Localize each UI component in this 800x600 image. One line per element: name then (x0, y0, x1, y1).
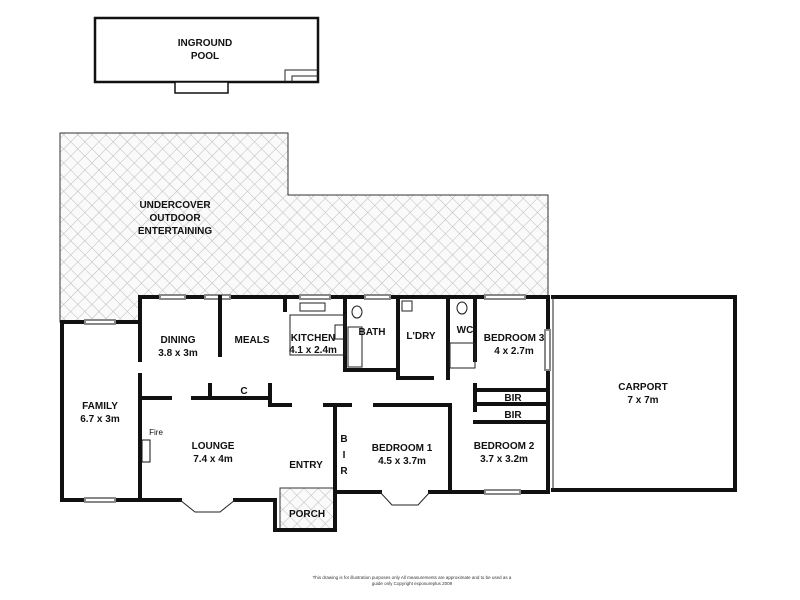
porch-label: PORCH (289, 509, 325, 520)
kitchen-size: 4.1 x 2.4m (289, 345, 337, 356)
bir-b: B (340, 434, 347, 445)
lounge-label: LOUNGE (192, 441, 235, 452)
family-size: 6.7 x 3m (80, 414, 120, 425)
porch-area (279, 487, 336, 531)
bedroom1-label: BEDROOM 1 (372, 443, 433, 454)
wc-toilet (456, 301, 468, 315)
interior-walls (138, 295, 550, 502)
fire-label: Fire (149, 428, 163, 437)
bathtub (347, 326, 363, 368)
outdoor-label-3: ENTERTAINING (138, 226, 212, 237)
bedroom3-label: BEDROOM 3 (484, 333, 545, 344)
bedroom2-size: 3.7 x 3.2m (480, 454, 528, 465)
toilet (351, 305, 363, 319)
entry-label: ENTRY (289, 460, 323, 471)
disclaimer-line-2: guide only Copyright exposureplus 2009 (372, 581, 453, 586)
outdoor-label-2: OUTDOOR (149, 213, 201, 224)
cupboard-label: C (240, 386, 247, 397)
laundry-label: L'DRY (406, 331, 436, 342)
disclaimer-line-1: This drawing is for illustration purpose… (313, 575, 512, 580)
carport-label: CARPORT (618, 382, 667, 393)
fireplace (141, 439, 151, 463)
bedroom2-label: BEDROOM 2 (474, 441, 535, 452)
bir-i: I (343, 450, 346, 461)
bir-upper-label: BIR (504, 393, 522, 404)
pool-label-2: POOL (191, 51, 219, 62)
dining-label: DINING (161, 335, 196, 346)
bir-r: R (340, 466, 348, 477)
windows (84, 294, 551, 503)
fixtures (141, 300, 476, 463)
bedroom3-size: 4 x 2.7m (494, 346, 534, 357)
family-label: FAMILY (82, 401, 118, 412)
cooktop (334, 324, 346, 340)
shower (449, 342, 476, 369)
meals-label: MEALS (235, 335, 270, 346)
kitchen-sink (299, 302, 326, 312)
pool-label: INGROUND (178, 38, 232, 49)
pool (93, 16, 320, 94)
bir-lower-label: BIR (504, 410, 522, 421)
carport-size: 7 x 7m (627, 395, 658, 406)
undercover-outdoor-area (59, 132, 549, 323)
kitchen-label: KITCHEN (291, 333, 335, 344)
dining-size: 3.8 x 3m (158, 348, 198, 359)
carport (551, 295, 737, 492)
outdoor-label-1: UNDERCOVER (139, 200, 211, 211)
bedroom1-size: 4.5 x 3.7m (378, 456, 426, 467)
wc-label: WC (457, 325, 474, 336)
laundry-tub (401, 300, 413, 312)
labels: INGROUND POOL UNDERCOVER OUTDOOR ENTERTA… (80, 38, 667, 520)
bath-label: BATH (358, 327, 385, 338)
lounge-size: 7.4 x 4m (193, 454, 233, 465)
